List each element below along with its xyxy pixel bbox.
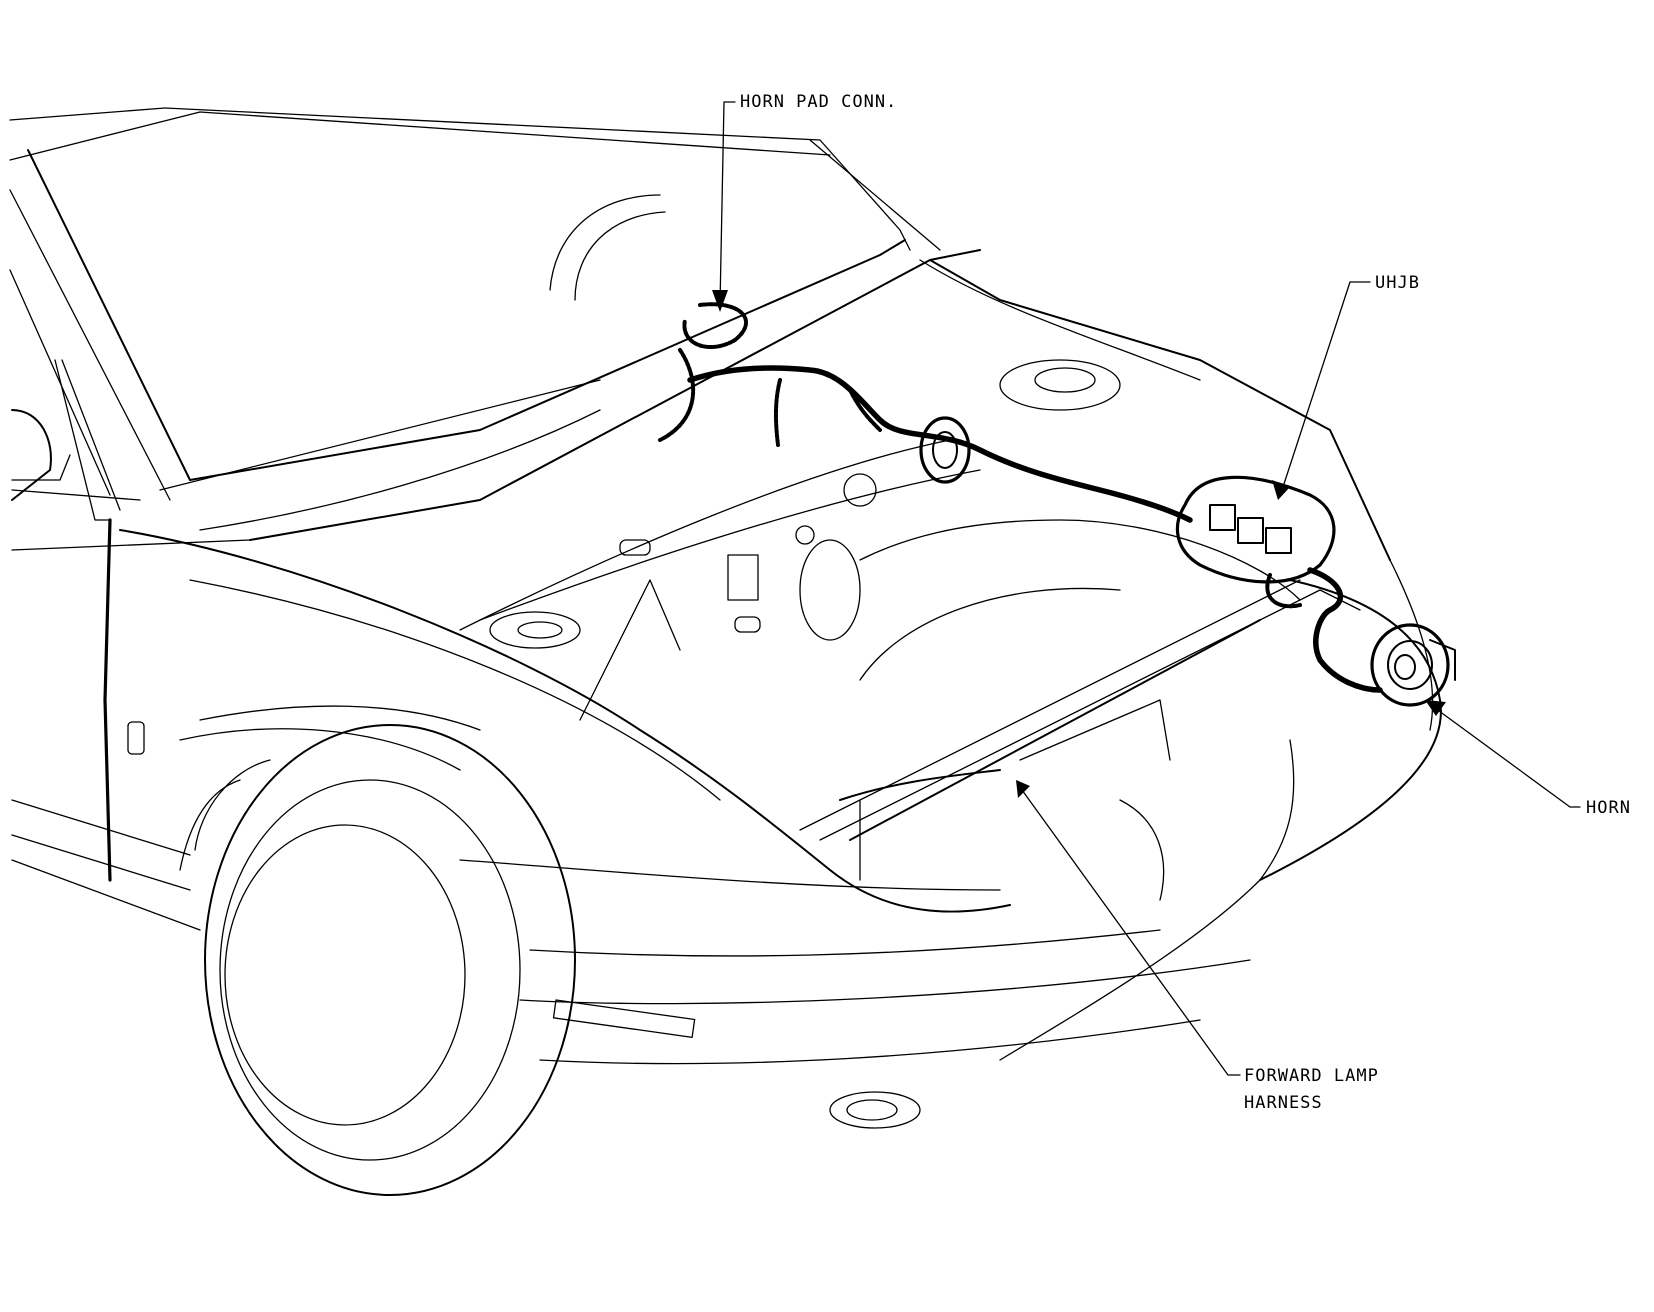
label-uhjb: UHJB	[1375, 273, 1420, 293]
leader-lines	[712, 101, 1581, 1076]
arrowhead-uhjb	[1272, 480, 1290, 500]
engine-bay	[459, 259, 1391, 721]
arrowhead-horn-pad-conn	[712, 290, 728, 312]
arrowhead-horn	[1425, 700, 1446, 716]
arrowhead-forward-lamp-harness	[1016, 780, 1030, 798]
wiring-harness	[658, 302, 1383, 841]
door-marker	[127, 721, 145, 755]
front-wheel	[179, 724, 576, 1196]
windshield-and-roof	[9, 107, 941, 501]
hood-panel	[159, 249, 981, 541]
fender-and-body	[119, 529, 1251, 1065]
bumper-and-radiator-support	[552, 559, 1442, 1129]
side-marker-lamp	[552, 999, 696, 1038]
label-forward-lamp-harness-line2: HARNESS	[1244, 1093, 1323, 1113]
label-horn: HORN	[1586, 798, 1631, 818]
leader-horn-pad-conn	[719, 101, 736, 306]
fog-lamp	[829, 1091, 921, 1129]
leader-uhjb	[1281, 281, 1371, 491]
rear-wheel-arch	[549, 194, 666, 301]
label-forward-lamp-harness-line1: FORWARD LAMP	[1244, 1066, 1379, 1086]
label-horn-pad-conn: HORN PAD CONN.	[740, 92, 898, 112]
uhjb-junction-box	[1175, 475, 1336, 584]
leader-forward-lamp-harness	[1021, 789, 1241, 1076]
horn	[1370, 623, 1456, 707]
strut-tower	[999, 359, 1121, 411]
door-and-pillar	[11, 359, 251, 931]
leader-horn	[1434, 707, 1581, 808]
